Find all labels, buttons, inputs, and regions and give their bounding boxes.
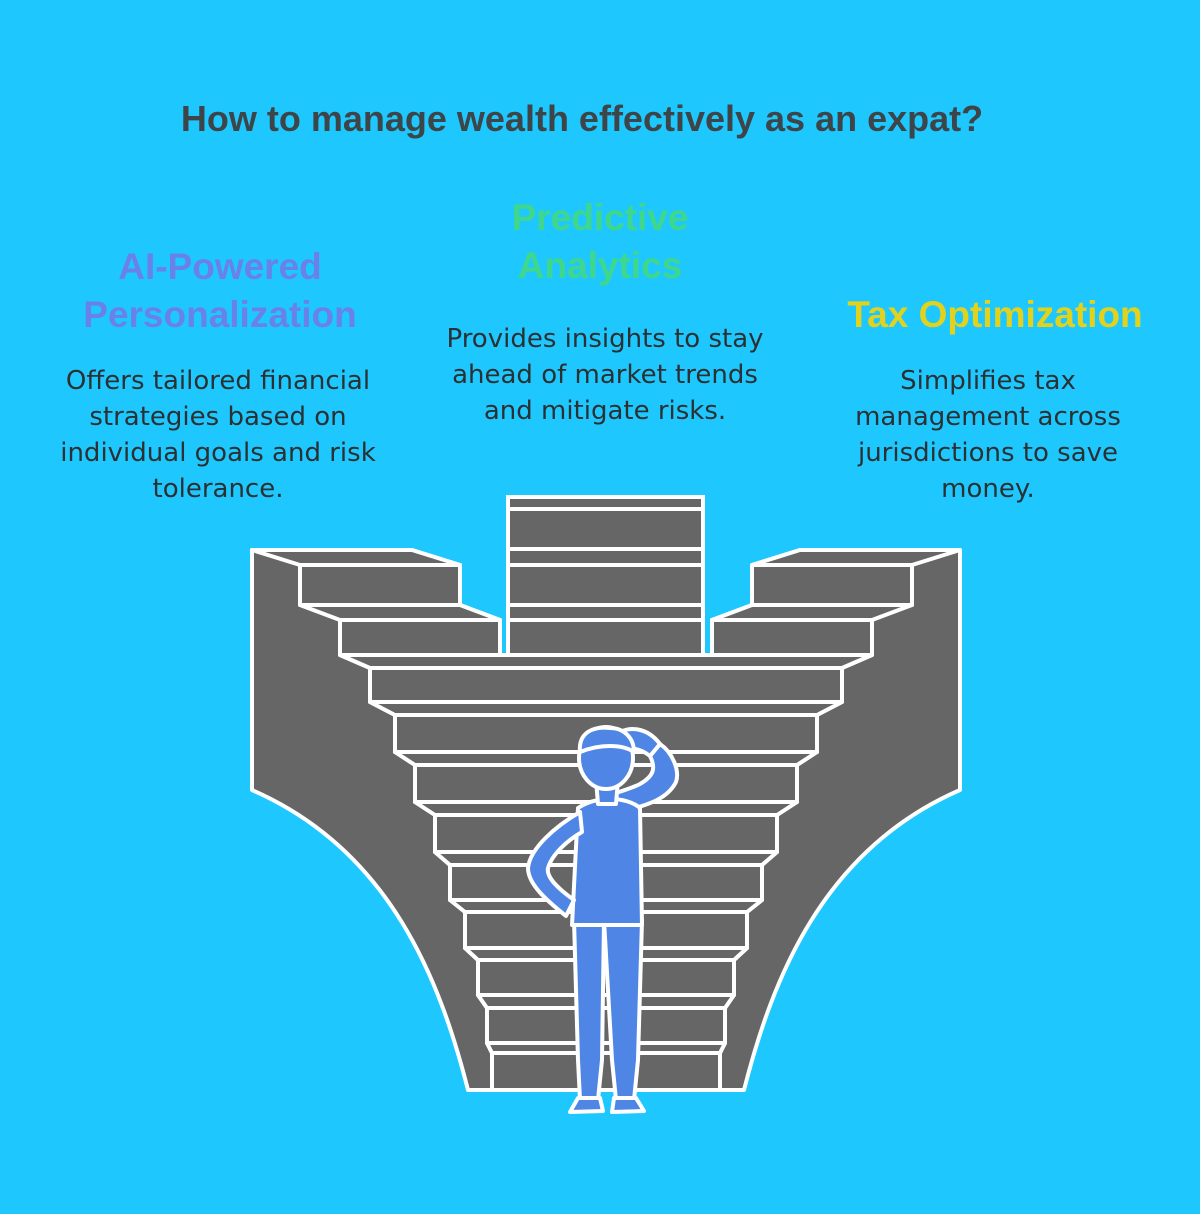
option-description-tax-optimization: Simplifies tax management across jurisdi… [855,366,1121,504]
option-description-ai-personalization: Offers tailored financial strategies bas… [60,366,376,504]
person-thinking-icon [526,725,679,1114]
right-upper-steps [710,548,962,657]
option-heading-ai-personalization: AI-Powered Personalization [83,246,357,335]
option-description-predictive-analytics: Provides insights to stay ahead of marke… [446,324,764,426]
center-tower [506,495,705,657]
option-heading-predictive-analytics: Predictive Analytics [511,197,689,286]
left-upper-steps [250,548,502,657]
page-title: How to manage wealth effectively as an e… [180,98,984,139]
option-heading-tax-optimization: Tax Optimization [847,294,1143,335]
